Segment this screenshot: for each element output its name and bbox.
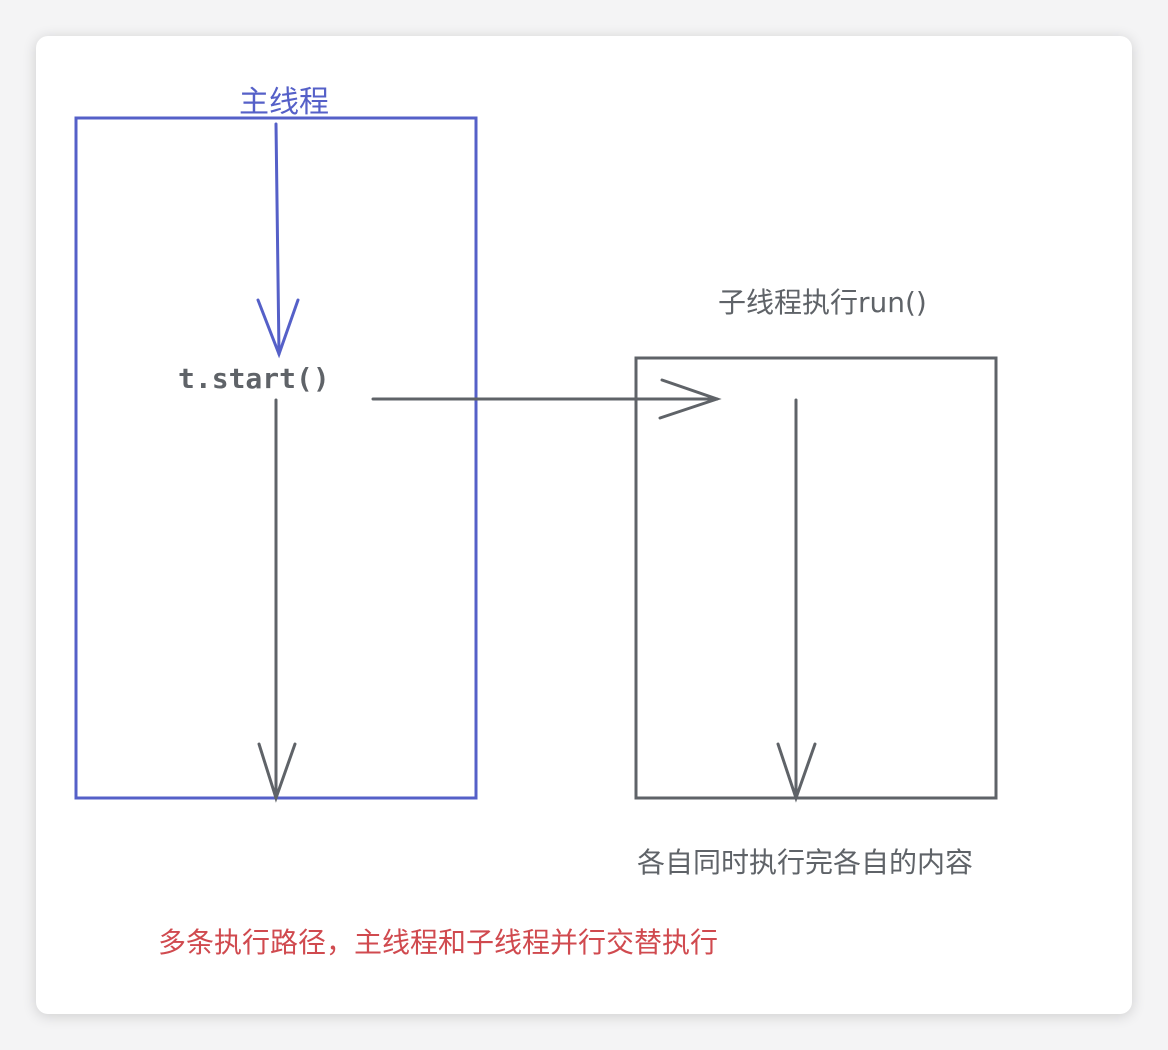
sub-thread-run-arrow — [776, 398, 817, 803]
main-thread-label: 主线程 — [239, 85, 329, 120]
main-thread-continue-arrow — [257, 398, 297, 803]
sub-thread-box — [634, 356, 998, 800]
main-thread-entry-arrow — [256, 122, 300, 359]
concurrent-note: 各自同时执行完各自的内容 — [637, 846, 973, 879]
start-call-label: t.start() — [178, 362, 330, 395]
spawn-sub-thread-arrow — [371, 378, 722, 420]
sub-thread-label: 子线程执行run() — [718, 286, 927, 319]
diagram-card — [36, 36, 1132, 1014]
summary-note: 多条执行路径，主线程和子线程并行交替执行 — [158, 926, 718, 959]
